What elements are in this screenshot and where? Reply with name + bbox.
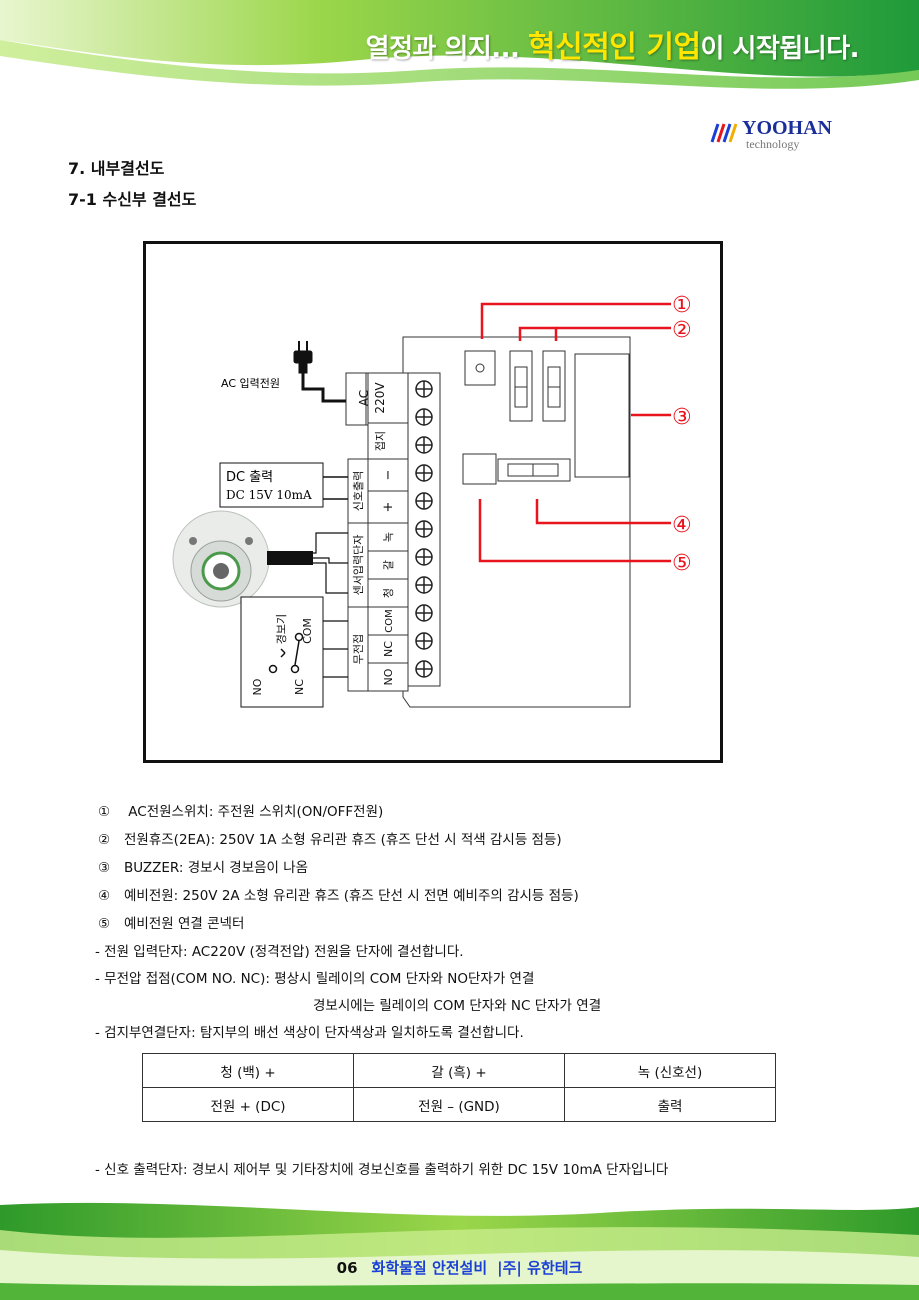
- table-cell: 전원 – (GND): [353, 1087, 565, 1122]
- fuse-right: [542, 350, 566, 422]
- header-banner: [0, 0, 919, 89]
- description-number: ①: [98, 804, 111, 820]
- strip-label-ground: 접지: [374, 431, 387, 451]
- table-cell: 출력: [564, 1087, 776, 1122]
- callout-lines: [478, 302, 671, 563]
- description-1: ① AC전원스위치: 주전원 스위치(ON/OFF전원): [98, 800, 383, 820]
- callout-4: ④: [672, 513, 692, 538]
- section-title: 7. 내부결선도: [68, 159, 165, 178]
- dc-output-box: [219, 462, 324, 508]
- strip-label-ac: AC: [357, 390, 371, 406]
- description-text: AC전원스위치: 주전원 스위치(ON/OFF전원): [124, 804, 384, 820]
- section-subtitle: 7-1 수신부 결선도: [68, 190, 197, 209]
- callout-2: ②: [672, 318, 692, 343]
- table-cell: 녹 (신호선): [564, 1053, 776, 1088]
- strip-label-plus: +: [381, 502, 396, 513]
- dc-output-title: DC 출력: [226, 470, 273, 485]
- description-3: ③ BUZZER: 경보시 경보음이 나옴: [98, 856, 308, 876]
- strip-label-no: NO: [382, 668, 395, 685]
- company-logo: YOOHAN technology: [710, 117, 833, 151]
- alarm-no: NO: [251, 678, 264, 695]
- description-2: ② 전원휴즈(2EA): 250V 1A 소형 유리관 휴즈 (휴즈 단선 시 적…: [98, 828, 562, 848]
- description-number: ⑤: [98, 916, 111, 932]
- alarm-label: 경보기: [275, 614, 288, 644]
- tagline-highlight: 혁신적인 기업: [528, 30, 701, 65]
- logo-text: YOOHAN: [742, 117, 833, 139]
- alarm-nc: NC: [293, 679, 306, 695]
- strip-label-blue: 청: [382, 588, 395, 598]
- wire-color-table: 청 (백) + 갈 (흑) + 녹 (신호선) 전원 + (DC) 전원 – (…: [142, 1053, 776, 1122]
- note-power-input: - 전원 입력단자: AC220V (정격전압) 전원을 단자에 결선합니다.: [95, 944, 464, 960]
- table-cell: 전원 + (DC): [142, 1087, 354, 1122]
- strip-label-com: COM: [384, 609, 395, 632]
- relay-switch-icon: [268, 632, 304, 674]
- note-signal-output: - 신호 출력단자: 경보시 제어부 및 기타장치에 경보신호를 출력하기 위한…: [95, 1162, 669, 1178]
- wiring-diagram: ① ② ③ ④ ⑤ AC 220V 접지 신호출력 − + 센서입력단자 녹 갈: [143, 241, 723, 763]
- strip-label-green: 녹: [382, 532, 395, 542]
- dc-output-spec: DC 15V 10mA: [226, 488, 312, 502]
- spare-fuse: [497, 458, 571, 482]
- alarm-com: COM: [301, 618, 314, 644]
- note-dry-contact-1: - 무전압 접점(COM NO. NC): 평상시 릴레이의 COM 단자와 N…: [95, 971, 535, 987]
- description-text: BUZZER: 경보시 경보음이 나옴: [124, 860, 309, 876]
- strip-label-220v: 220V: [373, 382, 387, 414]
- footer-product: 화학물질 안전설비: [371, 1259, 488, 1277]
- callout-5: ⑤: [672, 551, 692, 576]
- description-number: ④: [98, 888, 111, 904]
- strip-label-nc: NC: [382, 641, 395, 657]
- description-number: ②: [98, 832, 111, 848]
- buzzer: [574, 353, 630, 478]
- callout-1: ①: [672, 293, 692, 318]
- tagline-post: 이 시작됩니다.: [700, 34, 860, 64]
- gas-detector-icon: [172, 510, 313, 608]
- table-row: 전원 + (DC) 전원 – (GND) 출력: [142, 1087, 776, 1122]
- table-row: 청 (백) + 갈 (흑) + 녹 (신호선): [142, 1053, 776, 1088]
- page-number: 06: [336, 1259, 358, 1277]
- description-5: ⑤ 예비전원 연결 콘넥터: [98, 912, 244, 932]
- logo-subtext: technology: [746, 137, 799, 151]
- strip-label-sensor: 센서입력단자: [352, 535, 365, 596]
- strip-label-minus: −: [381, 470, 396, 481]
- strip-label-dry-contact: 무전접: [352, 634, 365, 664]
- logo-stripes-icon: [710, 123, 738, 143]
- note-dry-contact-2: 경보시에는 릴레이의 COM 단자와 NC 단자가 연결: [313, 998, 602, 1014]
- table-cell: 갈 (흑) +: [353, 1053, 565, 1088]
- strip-label-signal: 신호출력: [352, 471, 365, 511]
- note-detector: - 검지부연결단자: 탐지부의 배선 색상이 단자색상과 일치하도록 결선합니다…: [95, 1025, 524, 1041]
- alarm-relay-box: [240, 596, 324, 708]
- terminal-labels: AC 220V 접지 신호출력 − + 센서입력단자 녹 갈 청 무전접 COM…: [345, 372, 409, 692]
- ac-plug-icon: [293, 341, 346, 403]
- footer-company: |주| 유한테크: [497, 1259, 583, 1277]
- ac-input-label: AC 입력전원: [221, 377, 280, 390]
- terminal-strip: [407, 372, 441, 687]
- description-number: ③: [98, 860, 111, 876]
- footer-banner: [0, 1202, 919, 1300]
- description-text: 전원휴즈(2EA): 250V 1A 소형 유리관 휴즈 (휴즈 단선 시 적색…: [124, 832, 562, 848]
- footer-text: 06 화학물질 안전설비 |주| 유한테크: [0, 1257, 919, 1278]
- description-4: ④ 예비전원: 250V 2A 소형 유리관 휴즈 (휴즈 단선 시 전면 예비주…: [98, 884, 579, 904]
- tagline-pre: 열정과 의지...: [365, 34, 528, 64]
- power-switch: [464, 350, 496, 386]
- header-tagline: 열정과 의지... 혁신적인 기업이 시작됩니다.: [365, 22, 860, 66]
- description-text: 예비전원: 250V 2A 소형 유리관 휴즈 (휴즈 단선 시 전면 예비주의…: [124, 888, 579, 904]
- fuse-left: [509, 350, 533, 422]
- strip-label-brown: 갈: [381, 560, 395, 570]
- description-text: 예비전원 연결 콘넥터: [124, 916, 245, 932]
- spare-connector: [462, 453, 497, 485]
- callout-3: ③: [672, 405, 692, 430]
- table-cell: 청 (백) +: [142, 1053, 354, 1088]
